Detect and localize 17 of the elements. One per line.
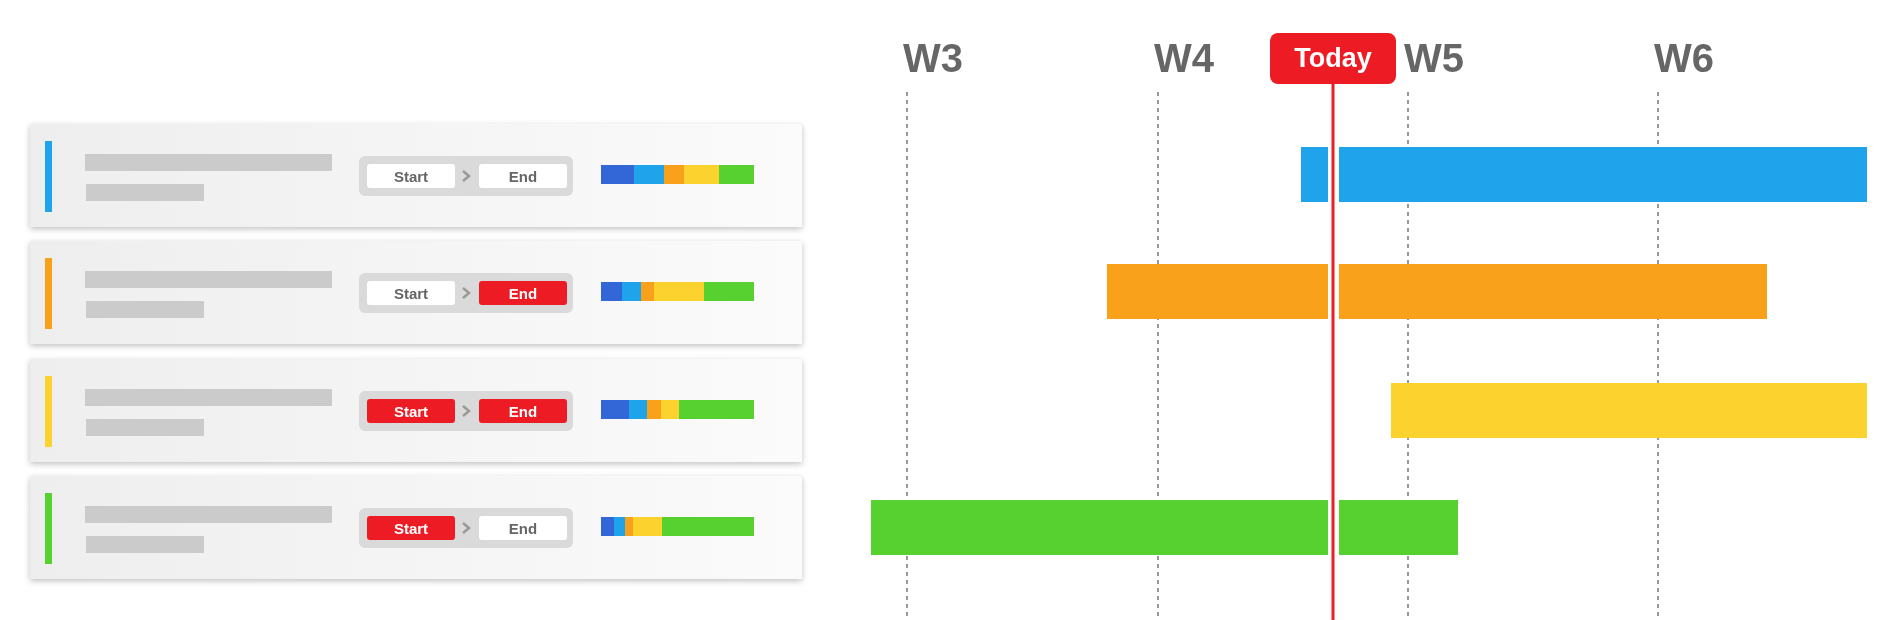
end-chip: End <box>479 516 567 540</box>
task-card <box>30 124 802 227</box>
week-label: W5 <box>1404 38 1464 78</box>
today-badge: Today <box>1270 33 1396 84</box>
start-chip: Start <box>367 164 455 188</box>
start-chip: Start <box>367 399 455 423</box>
task-card <box>30 359 802 462</box>
week-label: W6 <box>1654 38 1714 78</box>
week-label: W3 <box>903 38 963 78</box>
week-label: W4 <box>1154 38 1214 78</box>
start-chip: Start <box>367 281 455 305</box>
end-chip: End <box>479 399 567 423</box>
task-card <box>30 241 802 344</box>
start-chip: Start <box>367 516 455 540</box>
task-card <box>30 476 802 579</box>
end-chip: End <box>479 164 567 188</box>
end-chip: End <box>479 281 567 305</box>
